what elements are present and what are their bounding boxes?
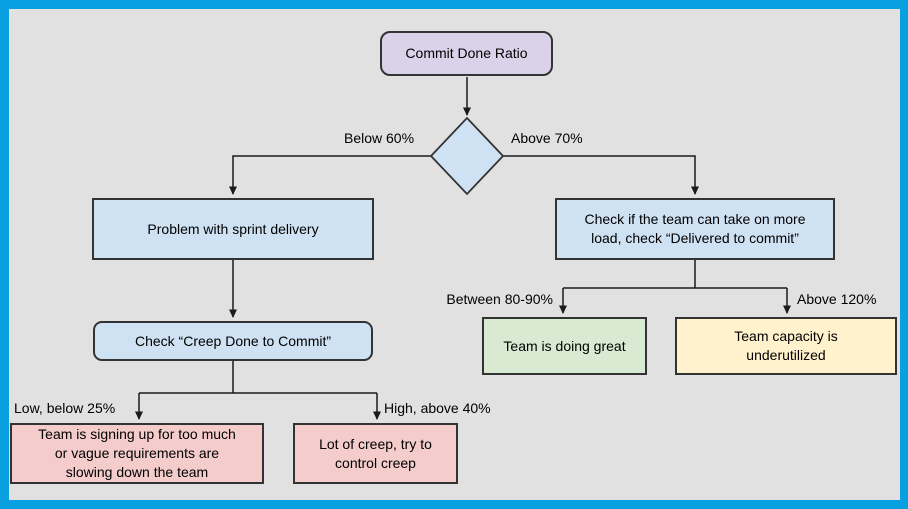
node-label-line: Lot of creep, try to [319, 435, 432, 452]
node-problem-sprint-delivery: Problem with sprint delivery [92, 198, 374, 260]
edge-label-between-80-90: Between 80-90% [446, 291, 553, 307]
node-label-line: underutilized [746, 347, 826, 363]
node-label-line: Team capacity is [734, 328, 838, 344]
node-lot-of-creep: Lot of creep, try to control creep [293, 423, 458, 484]
node-commit-done-ratio: Commit Done Ratio [380, 31, 553, 76]
node-label-line: Team is signing up for too much [38, 426, 236, 442]
edge-label-above-120: Above 120% [797, 291, 877, 307]
edge-label-low-below-25: Low, below 25% [14, 400, 116, 416]
node-label: Check “Creep Done to Commit” [134, 332, 332, 349]
node-label: Problem with sprint delivery [147, 220, 319, 237]
edge-label-above-70: Above 70% [511, 130, 583, 146]
node-check-creep-done-to-commit: Check “Creep Done to Commit” [93, 321, 373, 361]
node-label-line: load, check “Delivered to commit” [591, 230, 799, 246]
edge-label-below-60: Below 60% [344, 130, 415, 146]
node-label-line: Check if the team can take on more [584, 211, 806, 227]
node-capacity-underutilized: Team capacity is underutilized [675, 317, 897, 375]
node-label: Commit Done Ratio [405, 45, 528, 61]
node-label-line: control creep [335, 454, 416, 471]
node-team-doing-great: Team is doing great [482, 317, 647, 375]
node-signing-up-too-much: Team is signing up for too much or vague… [10, 423, 264, 484]
node-label-line: or vague requirements are [54, 445, 220, 461]
edge-label-high-above-40: High, above 40% [384, 400, 491, 416]
node-label-line: slowing down the team [65, 464, 209, 480]
node-label: Team is doing great [503, 337, 626, 354]
node-check-team-load: Check if the team can take on more load,… [555, 198, 835, 260]
